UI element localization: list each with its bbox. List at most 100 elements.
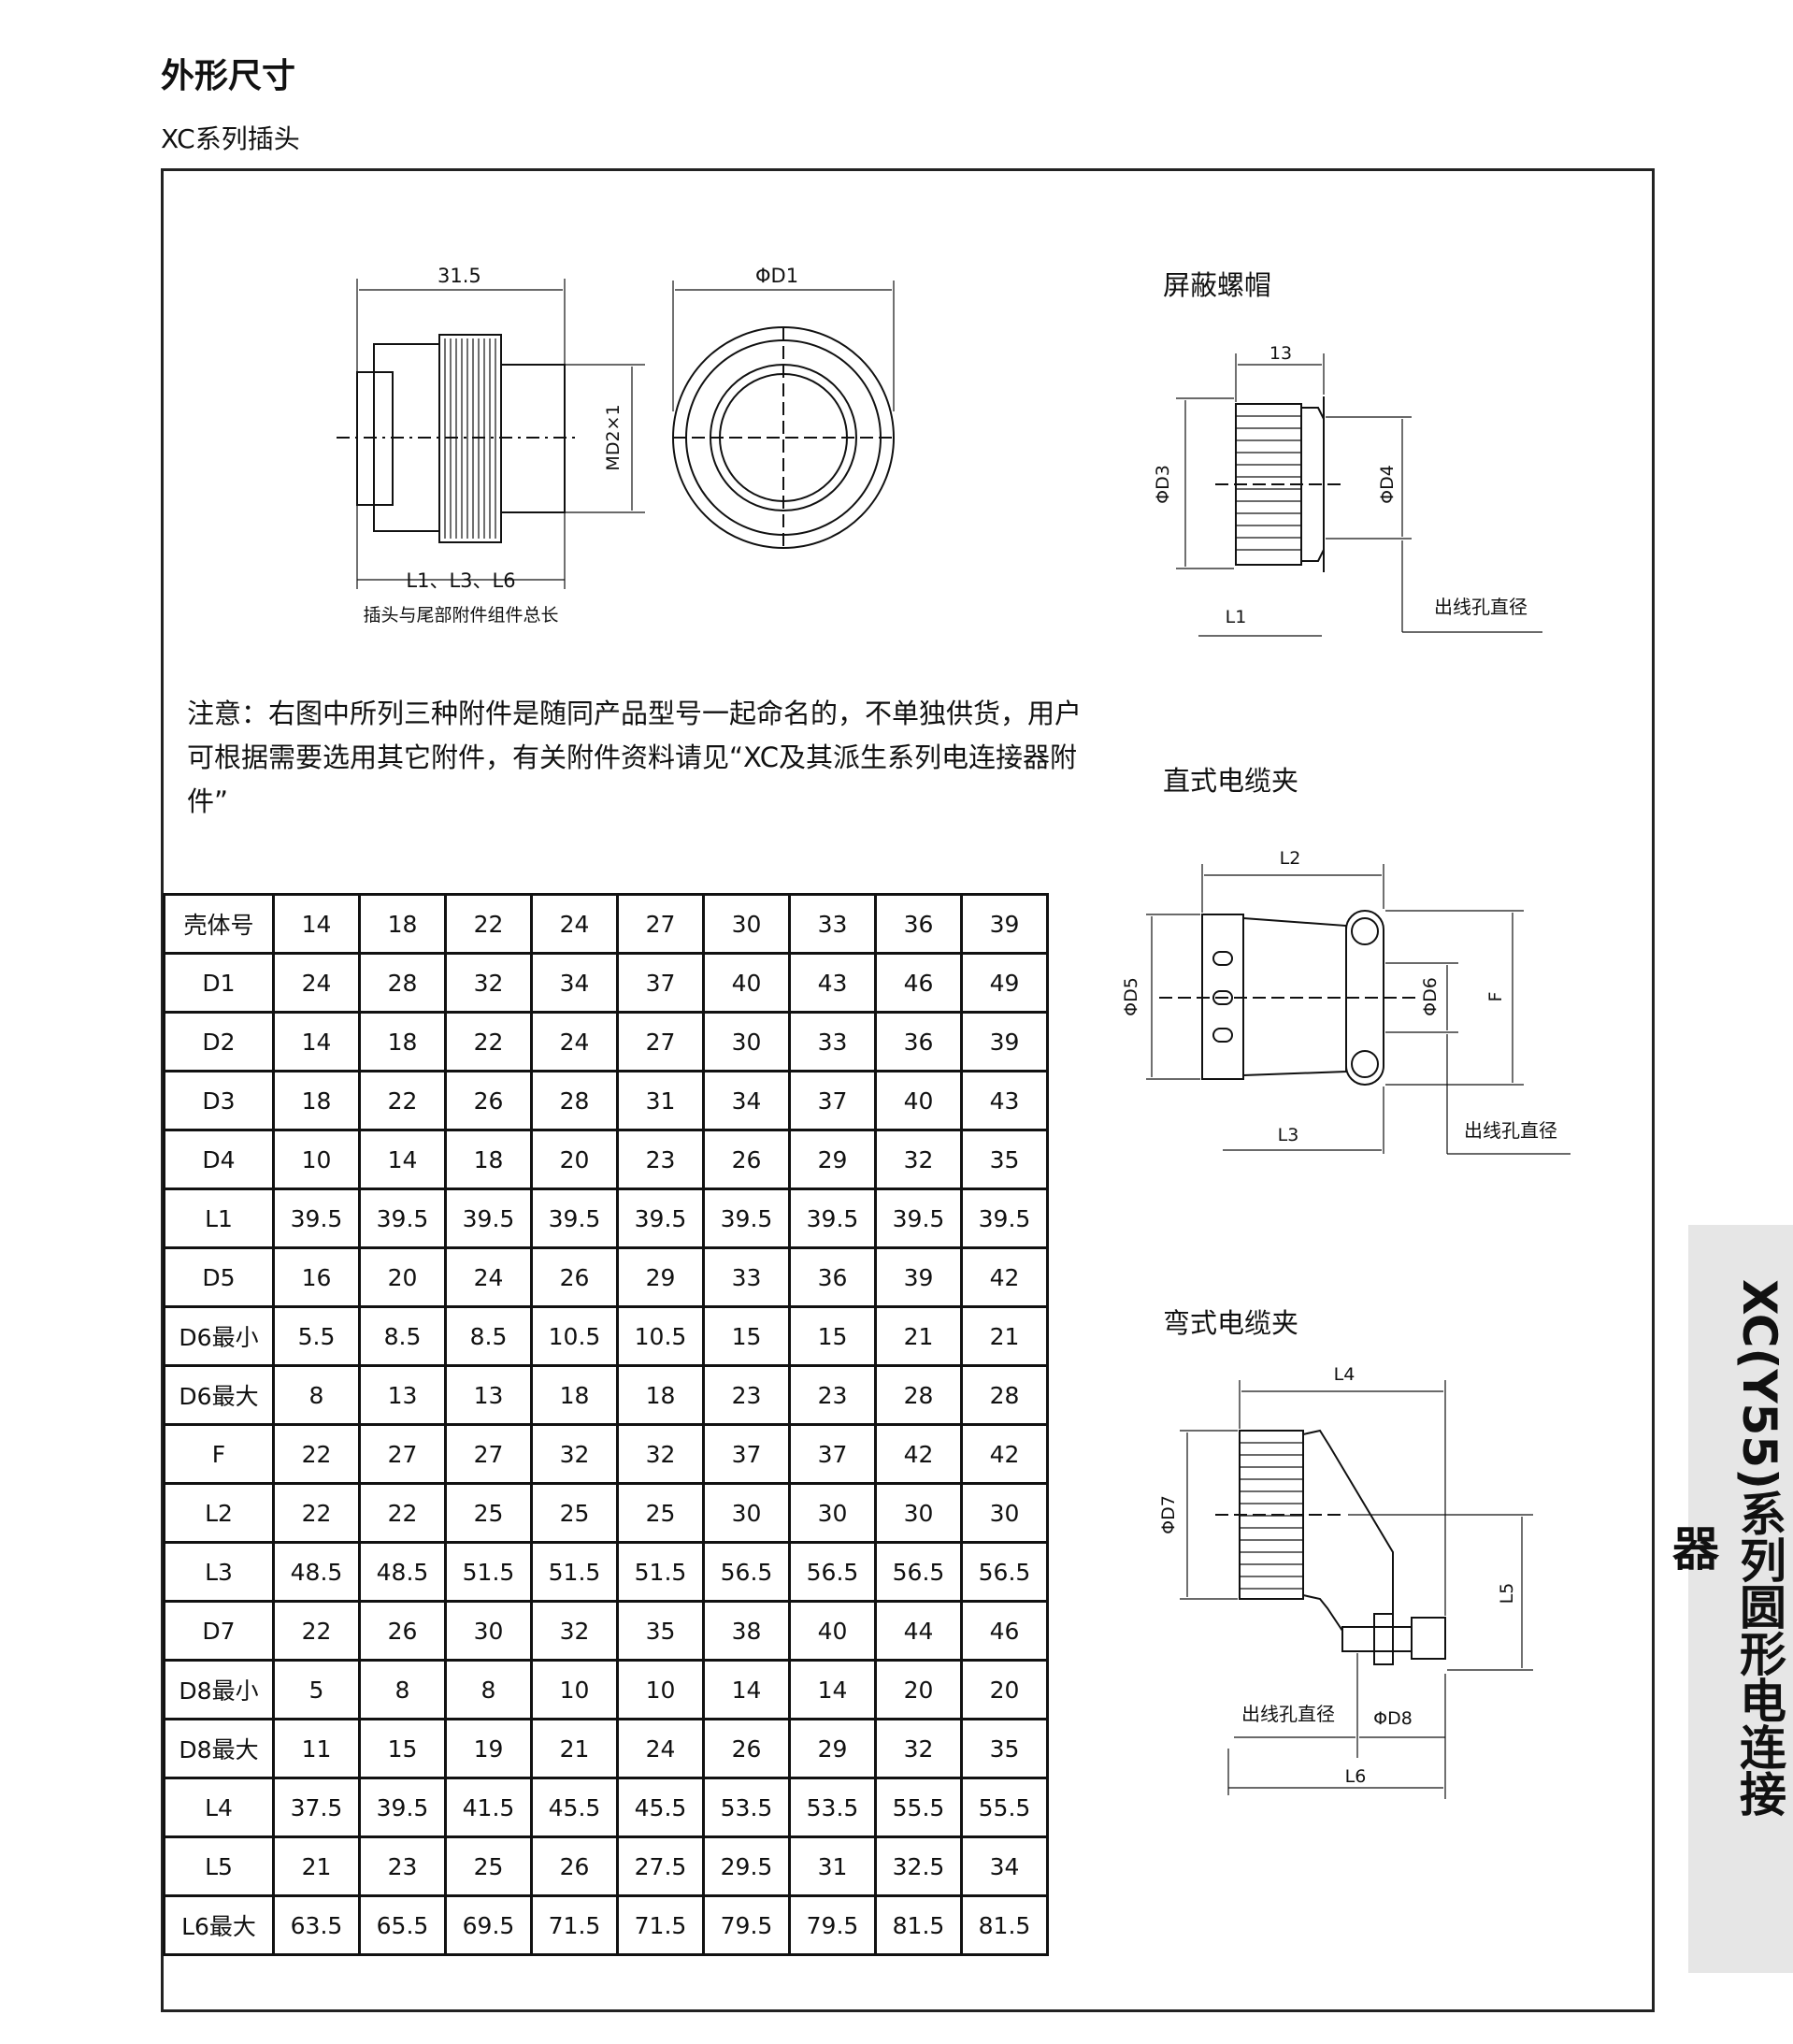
table-cell: 33 (788, 893, 877, 955)
table-cell: 55.5 (960, 1777, 1049, 1838)
table-cell: 51.5 (530, 1541, 619, 1603)
bent-clamp-title: 弯式电缆夹 (1163, 1307, 1299, 1339)
table-cell: 21 (530, 1718, 619, 1779)
side-tab-label: XC(Y55)系列圆形电连接器 (1665, 1278, 1786, 1817)
table-cell: 32 (874, 1129, 963, 1190)
table-cell: 30 (874, 1482, 963, 1544)
table-cell: 28 (358, 952, 447, 1014)
straight-clamp-drawing (1146, 864, 1571, 1155)
row-header-cell: D6最小 (163, 1305, 275, 1367)
table-cell: 28 (874, 1364, 963, 1426)
table-cell: 81.5 (960, 1894, 1049, 1956)
table-cell: 40 (788, 1600, 877, 1662)
row-header-cell: L2 (163, 1482, 275, 1544)
table-cell: 43 (960, 1070, 1049, 1131)
table-cell: 49 (960, 952, 1049, 1014)
table-cell: 29.5 (702, 1835, 791, 1897)
outlet-label-1: 出线孔直径 (1434, 596, 1528, 618)
table-cell: 10.5 (616, 1305, 705, 1367)
table-cell: 39.5 (358, 1188, 447, 1249)
table-cell: 25 (444, 1482, 533, 1544)
table-cell: 30 (788, 1482, 877, 1544)
table-cell: 10.5 (530, 1305, 619, 1367)
table-cell: 32 (616, 1423, 705, 1485)
table-cell: 40 (702, 952, 791, 1014)
table-cell: 34 (702, 1070, 791, 1131)
plug-side-view (337, 279, 645, 589)
table-cell: 26 (530, 1246, 619, 1308)
table-cell: 22 (358, 1070, 447, 1131)
table-cell: 20 (960, 1659, 1049, 1720)
table-cell: 33 (788, 1011, 877, 1072)
table-cell: 56.5 (874, 1541, 963, 1603)
table-cell: 28 (960, 1364, 1049, 1426)
table-cell: 39.5 (616, 1188, 705, 1249)
table-cell: 14 (358, 1129, 447, 1190)
table-cell: 21 (874, 1305, 963, 1367)
table-cell: 11 (272, 1718, 361, 1779)
dim-l5: L5 (1497, 1583, 1517, 1605)
outlet-label-3: 出线孔直径 (1241, 1703, 1335, 1725)
table-cell: 20 (358, 1246, 447, 1308)
table-cell: 16 (272, 1246, 361, 1308)
dim-phi-d3: ΦD3 (1153, 465, 1173, 504)
table-cell: 24 (530, 893, 619, 955)
table-cell: 21 (960, 1305, 1049, 1367)
table-cell: 37 (702, 1423, 791, 1485)
row-header-cell: D1 (163, 952, 275, 1014)
table-cell: 26 (702, 1718, 791, 1779)
content-frame (161, 168, 1655, 2012)
table-cell: 39 (874, 1246, 963, 1308)
table-cell: 23 (788, 1364, 877, 1426)
straight-clamp-title: 直式电缆夹 (1163, 765, 1299, 797)
table-cell: 55.5 (874, 1777, 963, 1838)
table-cell: 15 (788, 1305, 877, 1367)
table-cell: 30 (702, 893, 791, 955)
table-cell: 56.5 (960, 1541, 1049, 1603)
table-cell: 19 (444, 1718, 533, 1779)
table-cell: 42 (874, 1423, 963, 1485)
table-cell: 18 (530, 1364, 619, 1426)
table-cell: 10 (272, 1129, 361, 1190)
table-cell: 24 (530, 1011, 619, 1072)
table-cell: 18 (616, 1364, 705, 1426)
table-cell: 27 (616, 1011, 705, 1072)
table-cell: 36 (874, 893, 963, 955)
row-header-cell: D7 (163, 1600, 275, 1662)
table-cell: 39.5 (874, 1188, 963, 1249)
side-tab (1688, 1225, 1793, 1973)
table-cell: 39.5 (530, 1188, 619, 1249)
table-cell: 25 (444, 1835, 533, 1897)
dim-phi-d1: ΦD1 (755, 265, 798, 287)
row-header-cell: 壳体号 (163, 893, 275, 955)
table-cell: 26 (358, 1600, 447, 1662)
table-cell: 65.5 (358, 1894, 447, 1956)
table-cell: 27 (444, 1423, 533, 1485)
note-text: 注意：右图中所列三种附件是随同产品型号一起命名的，不单独供货，用户可根据需要选用… (187, 698, 1083, 817)
table-cell: 24 (616, 1718, 705, 1779)
table-cell: 18 (358, 893, 447, 955)
table-cell: 37.5 (272, 1777, 361, 1838)
table-cell: 53.5 (788, 1777, 877, 1838)
table-cell: 10 (616, 1659, 705, 1720)
table-cell: 56.5 (788, 1541, 877, 1603)
table-cell: 22 (444, 1011, 533, 1072)
table-cell: 14 (788, 1659, 877, 1720)
table-cell: 53.5 (702, 1777, 791, 1838)
table-cell: 37 (616, 952, 705, 1014)
table-cell: 48.5 (272, 1541, 361, 1603)
table-cell: 32.5 (874, 1835, 963, 1897)
table-cell: 14 (272, 893, 361, 955)
dim-l1: L1 (1226, 607, 1247, 627)
table-cell: 31 (616, 1070, 705, 1131)
row-header-cell: D2 (163, 1011, 275, 1072)
